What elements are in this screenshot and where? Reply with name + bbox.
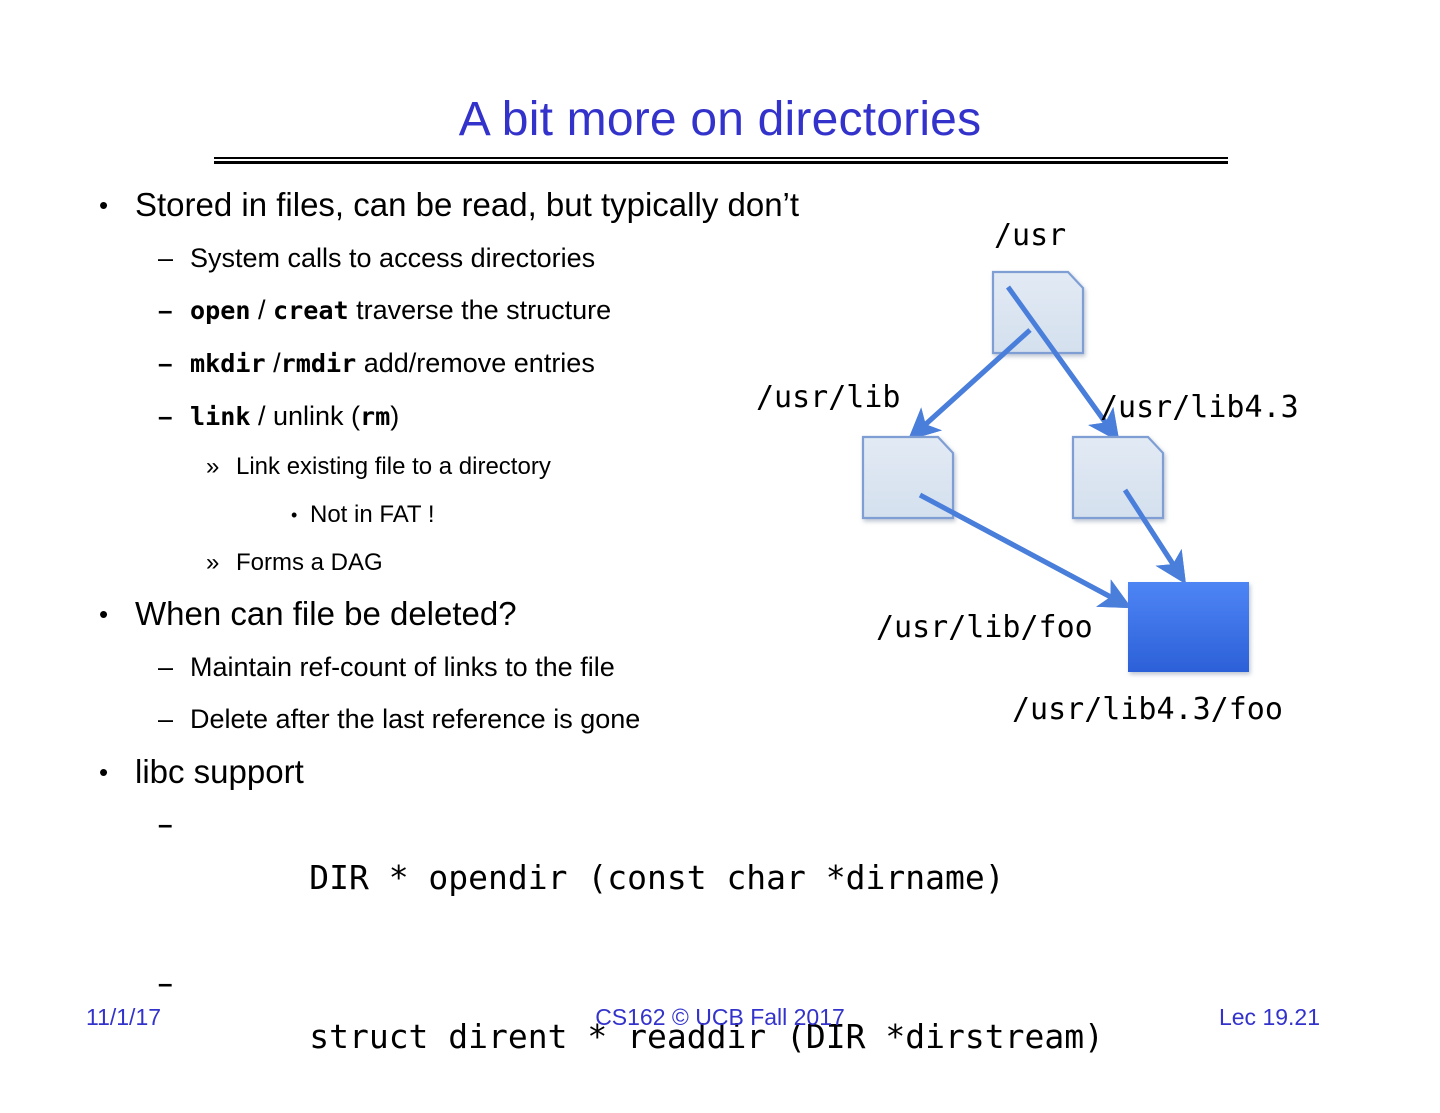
bullet-text: Link existing file to a directory (236, 453, 551, 480)
bullet-marker-icon: • (99, 190, 109, 220)
bullet-text: ) (390, 401, 400, 431)
code-opendir-prototype: – DIR * opendir (const char *dirname) (88, 798, 1408, 957)
node-foo-file (1128, 582, 1249, 672)
bullet-text: When can file be deleted? (135, 595, 517, 632)
bullet-when-deleted: • When can file be deleted? (88, 587, 888, 641)
label-usr: /usr (994, 218, 1067, 253)
title-divider-line-bottom (214, 161, 1228, 164)
bullet-text: Forms a DAG (236, 549, 383, 576)
bullet-text: libc support (135, 753, 304, 790)
code-creat: creat (272, 296, 349, 325)
edge-usr-to-lib-overlay (907, 328, 1032, 441)
libc-code-list: – DIR * opendir (const char *dirname) – st… (88, 798, 1408, 1113)
node-usr-lib43-folder (1071, 435, 1165, 520)
bullet-text: / unlink ( (250, 401, 361, 431)
bullet-system-calls: –System calls to access directories (88, 232, 888, 284)
code-text: struct dirent * readdir (DIR *dirstream) (309, 1017, 1104, 1056)
bullet-text: add/remove entries (356, 348, 595, 378)
diagram-canvas (861, 270, 1249, 672)
bullet-text: Stored in files, can be read, but typica… (135, 186, 800, 223)
title-divider (214, 157, 1228, 164)
dash-marker-icon: – (158, 401, 173, 431)
edge-lib-to-foo-overlay (918, 492, 1132, 609)
bullet-text: System calls to access directories (190, 243, 596, 273)
slide-footer: 11/1/17 CS162 © UCB Fall 2017 Lec 19.21 (0, 1000, 1440, 1034)
bullet-maintain-refcount: –Maintain ref-count of links to the file (88, 641, 888, 693)
code-open: open (190, 296, 251, 325)
bullet-list: • Stored in files, can be read, but typic… (88, 178, 888, 799)
node-usr-folder (991, 270, 1085, 355)
code-rm: rm (360, 402, 391, 431)
bullet-text: Maintain ref-count of links to the file (190, 652, 615, 682)
footer-lecture-number: Lec 19.21 (1218, 1004, 1320, 1030)
bullet-link-unlink: –link / unlink (rm) (88, 390, 888, 443)
code-text: DIR * opendir (const char *dirname) (309, 858, 1005, 897)
label-usr-lib-foo: /usr/lib/foo (876, 610, 1093, 645)
bullet-marker-icon: • (99, 757, 109, 787)
dot-marker-icon: • (291, 505, 298, 525)
dash-marker-icon: – (158, 968, 173, 998)
bullet-text: Delete after the last reference is gone (190, 704, 641, 734)
code-link: link (190, 402, 251, 431)
footer-course: CS162 © UCB Fall 2017 (595, 1004, 845, 1030)
dash-marker-icon: – (158, 809, 173, 839)
bullet-libc-support: • libc support (88, 745, 888, 799)
bullet-forms-a-dag: » Forms a DAG (88, 539, 888, 587)
code-rmdir: rmdir (280, 349, 357, 378)
dash-marker-icon: – (158, 348, 173, 378)
bullet-stored-in-files: • Stored in files, can be read, but typic… (88, 178, 888, 232)
label-usr-lib43-foo: /usr/lib4.3/foo (1012, 692, 1283, 727)
bullet-not-in-fat: • Not in FAT ! (88, 491, 888, 539)
edge-lib43-to-foo-overlay (1122, 488, 1186, 585)
guillemet-marker-icon: » (206, 549, 220, 576)
page-title: A bit more on directories (458, 93, 982, 146)
title-divider-line-top (214, 157, 1228, 159)
bullet-link-existing-file: » Link existing file to a directory (88, 443, 888, 491)
separator-slash: / (265, 348, 281, 378)
edge-usr-to-lib43-overlay (1005, 285, 1120, 442)
directory-dag-diagram: /usr /usr/lib /usr/lib4.3 /usr/lib/foo /… (730, 205, 1430, 745)
bullet-mkdir-rmdir: –mkdir /rmdir add/remove entries (88, 337, 888, 390)
dash-marker-icon: – (158, 243, 174, 273)
label-usr-lib: /usr/lib (756, 380, 901, 415)
label-usr-lib43: /usr/lib4.3 (1100, 390, 1299, 425)
bullet-text: Not in FAT ! (310, 501, 435, 528)
separator-slash: / (250, 295, 273, 325)
bullet-delete-after-last-ref: –Delete after the last reference is gone (88, 693, 888, 745)
dash-marker-icon: – (158, 652, 174, 682)
dash-marker-icon: – (158, 295, 173, 325)
guillemet-marker-icon: » (206, 453, 220, 480)
bullet-text: traverse the structure (348, 295, 612, 325)
node-usr-lib-folder (861, 435, 955, 520)
footer-date: 11/1/17 (86, 1004, 162, 1030)
bullet-open-creat: –open / creat traverse the structure (88, 284, 888, 337)
code-mkdir: mkdir (190, 349, 266, 378)
bullet-marker-icon: • (99, 599, 109, 629)
dash-marker-icon: – (158, 704, 174, 734)
code-readdir-prototype: – struct dirent * readdir (DIR *dirstream… (88, 957, 1408, 1113)
